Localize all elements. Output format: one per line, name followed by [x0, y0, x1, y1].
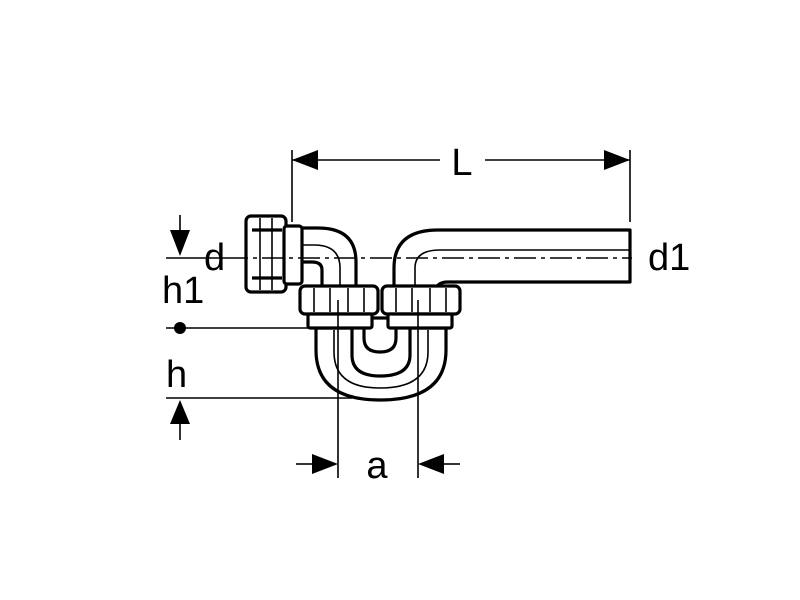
dimension-h: h	[166, 354, 352, 440]
a-arrow-right	[418, 454, 444, 474]
dimension-h1: h1	[162, 215, 316, 334]
L-arrow-left	[292, 150, 318, 170]
h1-arrow-down	[170, 230, 190, 256]
siphon-body	[244, 214, 632, 402]
h-arrow-up	[170, 400, 190, 424]
right-union-nut	[380, 284, 462, 330]
label-a: a	[366, 445, 388, 487]
label-d1: d1	[648, 237, 690, 279]
label-L: L	[451, 142, 472, 184]
inlet-elbow-inner-line	[300, 244, 341, 292]
inlet-elbow	[298, 226, 358, 294]
inlet-union-nut	[244, 214, 304, 294]
outlet-pipe-inner-line	[414, 249, 630, 292]
label-h1: h1	[162, 270, 204, 312]
left-union-nut	[298, 284, 380, 330]
label-h: h	[166, 354, 187, 396]
outlet-pipe-d1	[392, 228, 632, 294]
dimension-L: L	[291, 142, 631, 222]
L-arrow-right	[604, 150, 630, 170]
u-bend-inner-line	[333, 330, 429, 389]
a-arrow-left	[312, 454, 338, 474]
dimension-a: a	[296, 300, 460, 487]
